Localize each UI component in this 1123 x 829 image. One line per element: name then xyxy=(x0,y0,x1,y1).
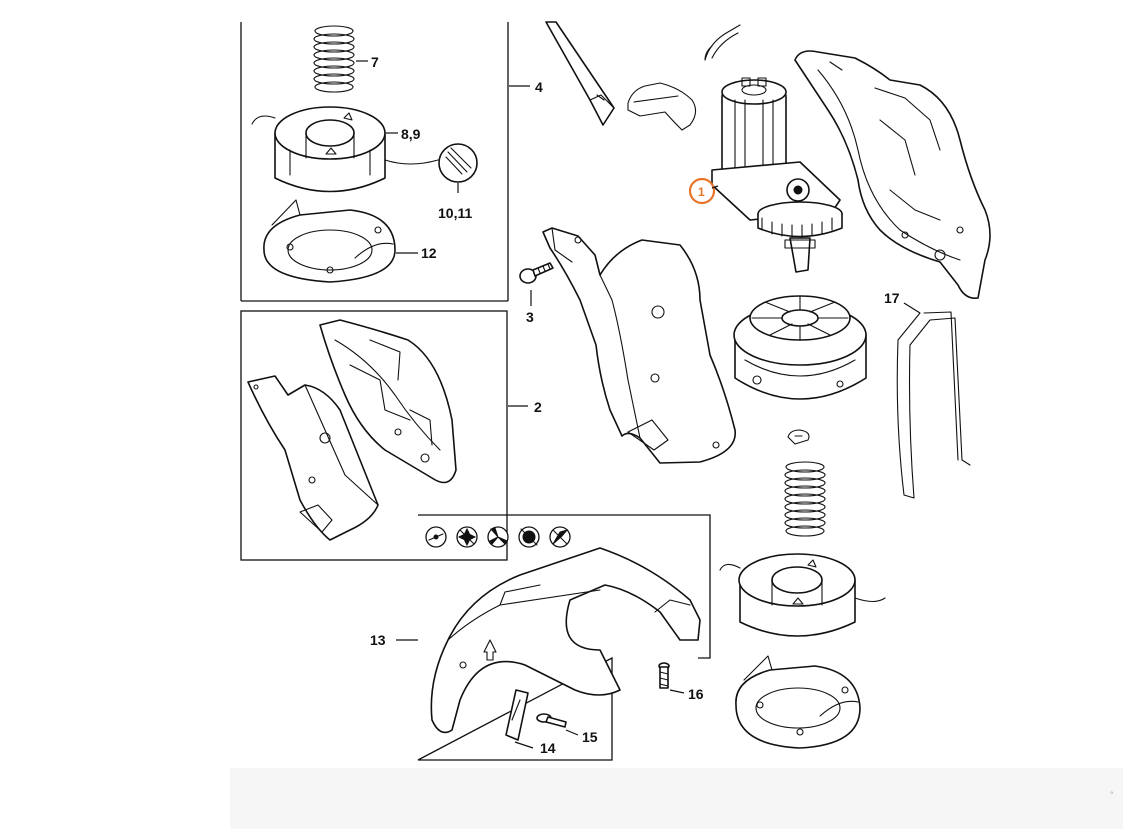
shaft-and-bracket xyxy=(545,21,697,131)
callout-1-highlight[interactable]: 1 xyxy=(688,177,719,205)
bail-wire-part-17 xyxy=(896,302,971,499)
spring-part-7 xyxy=(313,25,368,93)
callout-2: 2 xyxy=(534,399,542,415)
housing-kit-group xyxy=(240,310,528,561)
blade-cross-symbol-icon xyxy=(456,526,478,548)
mounting-plate-part-14 xyxy=(505,689,534,749)
guard-kit-group xyxy=(396,514,711,761)
spool-kit-group xyxy=(240,22,530,302)
screw-part-15 xyxy=(536,713,579,736)
callout-17: 17 xyxy=(884,290,900,306)
right-housing xyxy=(794,50,991,300)
spool-cover-part-12 xyxy=(263,199,418,283)
bottom-strip xyxy=(230,768,1123,829)
callout-4: 4 xyxy=(535,79,543,95)
spring-lower xyxy=(784,461,826,537)
callout-1: 1 xyxy=(698,185,705,199)
callout-12: 12 xyxy=(421,245,437,261)
cutting-line-detail-10-11 xyxy=(438,143,478,193)
center-housing xyxy=(542,227,736,464)
callout-13: 13 xyxy=(370,632,386,648)
fan-hub-part xyxy=(733,295,867,400)
screw-part-3 xyxy=(519,262,554,306)
propeller-symbol-icon xyxy=(487,526,509,548)
callout-10-11: 10,11 xyxy=(438,205,472,221)
cutting-line-symbol-icon xyxy=(425,526,447,548)
tool-symbols-row xyxy=(425,526,571,548)
corner-mark: ° xyxy=(1110,790,1114,800)
retaining-clip xyxy=(787,429,810,445)
callout-16: 16 xyxy=(688,686,704,702)
spool-part-8-9 xyxy=(251,106,439,193)
callout-8-9: 8,9 xyxy=(401,126,421,142)
spool-lower xyxy=(719,553,886,637)
brush-knife-symbol-icon xyxy=(549,526,571,548)
motor-part-1 xyxy=(704,24,843,273)
callout-14: 14 xyxy=(540,740,556,756)
callout-7: 7 xyxy=(371,54,379,70)
callout-15: 15 xyxy=(582,729,598,745)
saw-blade-symbol-icon xyxy=(518,526,540,548)
screw-part-16 xyxy=(658,662,685,694)
callout-3: 3 xyxy=(526,309,534,325)
cover-lower xyxy=(735,655,861,749)
